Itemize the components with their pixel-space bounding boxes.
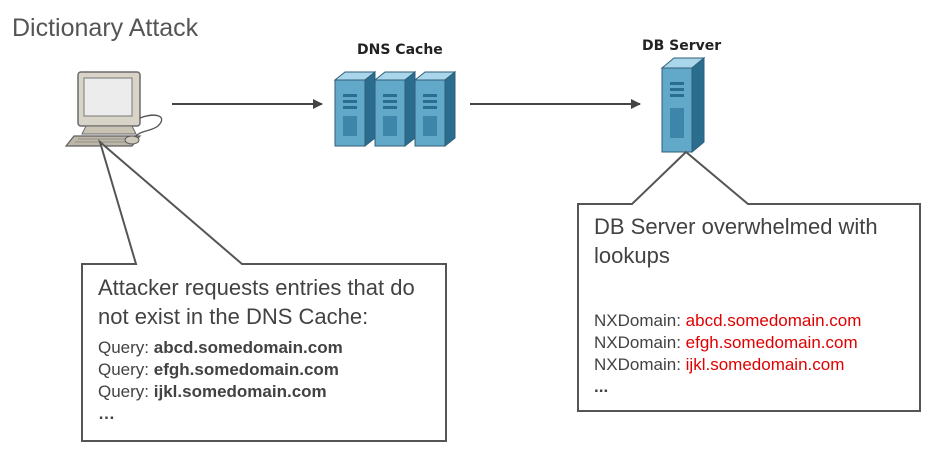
query-domain: efgh.somedomain.com (153, 360, 339, 379)
page-title: Dictionary Attack (12, 14, 199, 42)
query-row: Query: ijkl.somedomain.com (98, 382, 327, 401)
query-row: Query: efgh.somedomain.com (98, 360, 339, 379)
query-row: Query: abcd.somedomain.com (98, 338, 343, 357)
nxdomain-domain: ijkl.somedomain.com (685, 355, 845, 374)
db-server-label: DB Server (642, 38, 722, 54)
attacker-callout-heading: Attacker requests entries that do not ex… (98, 275, 415, 329)
query-ellipsis: … (98, 404, 115, 423)
nxdomain-list: NXDomain: abcd.somedomain.com NXDomain: … (594, 310, 861, 398)
db-callout-heading: DB Server overwhelmed with lookups (594, 214, 878, 268)
db-server-icon (660, 56, 706, 154)
query-domain: abcd.somedomain.com (153, 338, 343, 357)
computer-icon (64, 71, 163, 147)
query-domain: ijkl.somedomain.com (153, 382, 327, 401)
nxdomain-ellipsis: ... (594, 377, 609, 396)
nxdomain-row: NXDomain: abcd.somedomain.com (594, 311, 862, 330)
attacker-query-list: Query: abcd.somedomain.com Query: efgh.s… (98, 337, 343, 425)
dns-cache-servers-icon (333, 70, 457, 148)
nxdomain-row: NXDomain: efgh.somedomain.com (594, 333, 858, 352)
nxdomain-domain: efgh.somedomain.com (685, 333, 858, 352)
nxdomain-domain: abcd.somedomain.com (685, 311, 862, 330)
db-callout-shape (577, 150, 921, 412)
dns-cache-label: DNS Cache (357, 42, 443, 58)
nxdomain-row: NXDomain: ijkl.somedomain.com (594, 355, 845, 374)
attacker-callout-shape (81, 139, 447, 442)
